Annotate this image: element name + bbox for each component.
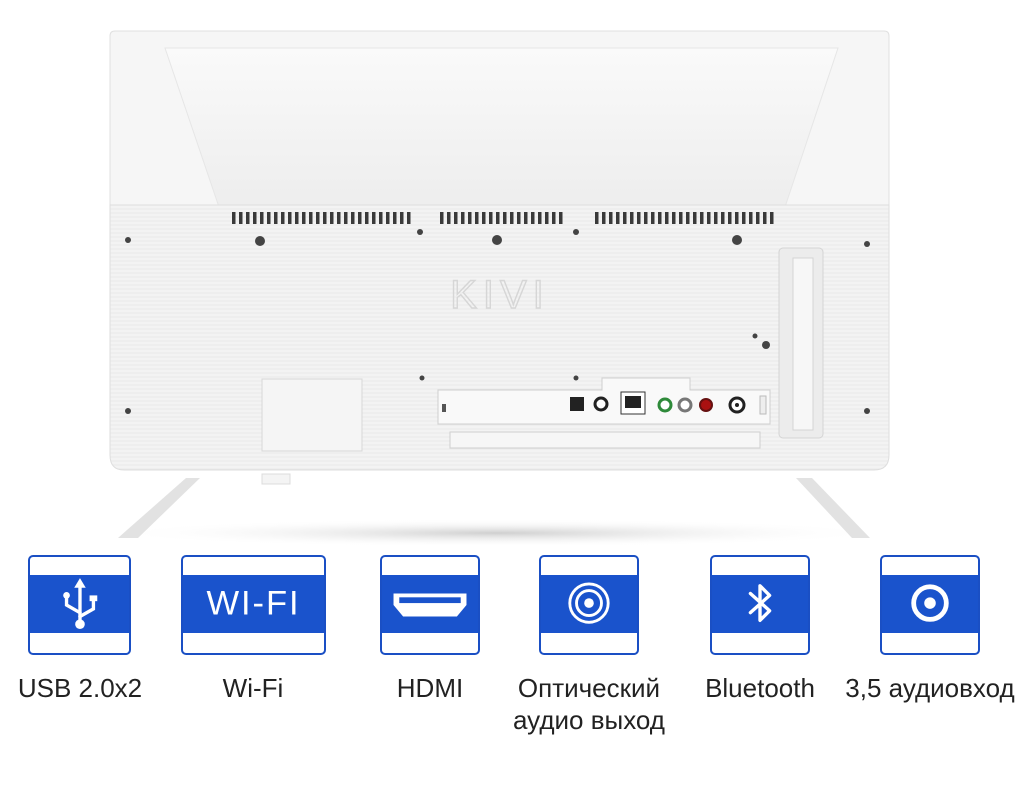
vent-slot	[728, 212, 732, 224]
vent-slot	[393, 212, 397, 224]
vent-slot	[616, 212, 620, 224]
vent-slot	[323, 212, 327, 224]
audio-jack-label: 3,5 аудиовход	[845, 673, 1015, 703]
vent-slot	[538, 212, 542, 224]
vent-slot	[316, 212, 320, 224]
vent-slot	[559, 212, 563, 224]
vent-slot	[454, 212, 458, 224]
vent-slot	[763, 212, 767, 224]
vent-slot	[545, 212, 549, 224]
bluetooth-badge	[710, 555, 810, 655]
vent-slot	[281, 212, 285, 224]
wifi-badge: WI-FI	[181, 555, 326, 655]
wifi-icon: WI-FI	[206, 585, 300, 623]
vent-slot	[721, 212, 725, 224]
vent-slot	[302, 212, 306, 224]
vent-slot	[644, 212, 648, 224]
hdmi-icon	[393, 593, 467, 617]
usb-badge	[28, 555, 131, 655]
vent-slot	[503, 212, 507, 224]
vent-slot	[672, 212, 676, 224]
vent-slot	[253, 212, 257, 224]
tv-back-illustration: KIVI	[107, 30, 890, 547]
vent-slot	[700, 212, 704, 224]
vent-slot	[407, 212, 411, 224]
vent-slot	[475, 212, 479, 224]
bluetooth-label: Bluetooth	[705, 673, 815, 703]
vent-slot	[714, 212, 718, 224]
usb-label: USB 2.0x2	[17, 673, 143, 703]
bluetooth-icon	[748, 584, 772, 623]
kivi-logo: KIVI	[450, 273, 550, 317]
optical-badge	[539, 555, 639, 655]
tv-back-panel-image: KIVI	[107, 30, 890, 547]
vent-slot	[496, 212, 500, 224]
vent-slot	[482, 212, 486, 224]
vent-slot	[330, 212, 334, 224]
audio-jack-icon	[911, 584, 949, 622]
vent-slot	[595, 212, 599, 224]
vent-slot	[552, 212, 556, 224]
usb-icon	[63, 578, 98, 629]
vent-slot	[686, 212, 690, 224]
vent-slot	[651, 212, 655, 224]
vent-slot	[344, 212, 348, 224]
vent-slot	[288, 212, 292, 224]
vent-slot	[749, 212, 753, 224]
vent-slot	[232, 212, 236, 224]
wifi-label: Wi-Fi	[222, 673, 284, 703]
vent-slot	[489, 212, 493, 224]
vent-slot	[400, 212, 404, 224]
optical-audio-icon	[568, 582, 610, 624]
vent-slot	[372, 212, 376, 224]
vent-slot	[337, 212, 341, 224]
vent-slot	[365, 212, 369, 224]
vent-slot	[309, 212, 313, 224]
vent-slot	[510, 212, 514, 224]
vent-slot	[602, 212, 606, 224]
vent-slot	[517, 212, 521, 224]
vent-slot	[447, 212, 451, 224]
vent-slot	[756, 212, 760, 224]
vent-slot	[440, 212, 444, 224]
vent-slot	[630, 212, 634, 224]
features-row: USB 2.0x2 WI-FI Wi-Fi HDMI	[0, 555, 1034, 794]
vent-slot	[274, 212, 278, 224]
vent-slot	[742, 212, 746, 224]
vent-slot	[770, 212, 774, 224]
vent-slot	[623, 212, 627, 224]
vent-slot	[531, 212, 535, 224]
vent-slot	[658, 212, 662, 224]
vent-slot	[386, 212, 390, 224]
vent-slot	[379, 212, 383, 224]
vent-slot	[351, 212, 355, 224]
vent-slot	[468, 212, 472, 224]
vent-slot	[679, 212, 683, 224]
hdmi-badge	[380, 555, 480, 655]
vent-slot	[735, 212, 739, 224]
vent-slot	[239, 212, 243, 224]
vent-slot	[693, 212, 697, 224]
optical-label: Оптический аудио выход	[513, 673, 665, 735]
vent-slot	[609, 212, 613, 224]
vent-slot	[295, 212, 299, 224]
vent-slot	[665, 212, 669, 224]
vent-slot	[260, 212, 264, 224]
vent-slot	[267, 212, 271, 224]
vent-slot	[358, 212, 362, 224]
vent-slot	[637, 212, 641, 224]
screws	[125, 229, 870, 414]
wifi-icon-text: WI-FI	[206, 585, 300, 623]
vent-slot	[707, 212, 711, 224]
audio-jack-badge	[880, 555, 980, 655]
vent-slot	[246, 212, 250, 224]
hdmi-label: HDMI	[396, 673, 464, 703]
vent-slot	[524, 212, 528, 224]
vent-slot	[461, 212, 465, 224]
rear-ports	[442, 391, 767, 415]
